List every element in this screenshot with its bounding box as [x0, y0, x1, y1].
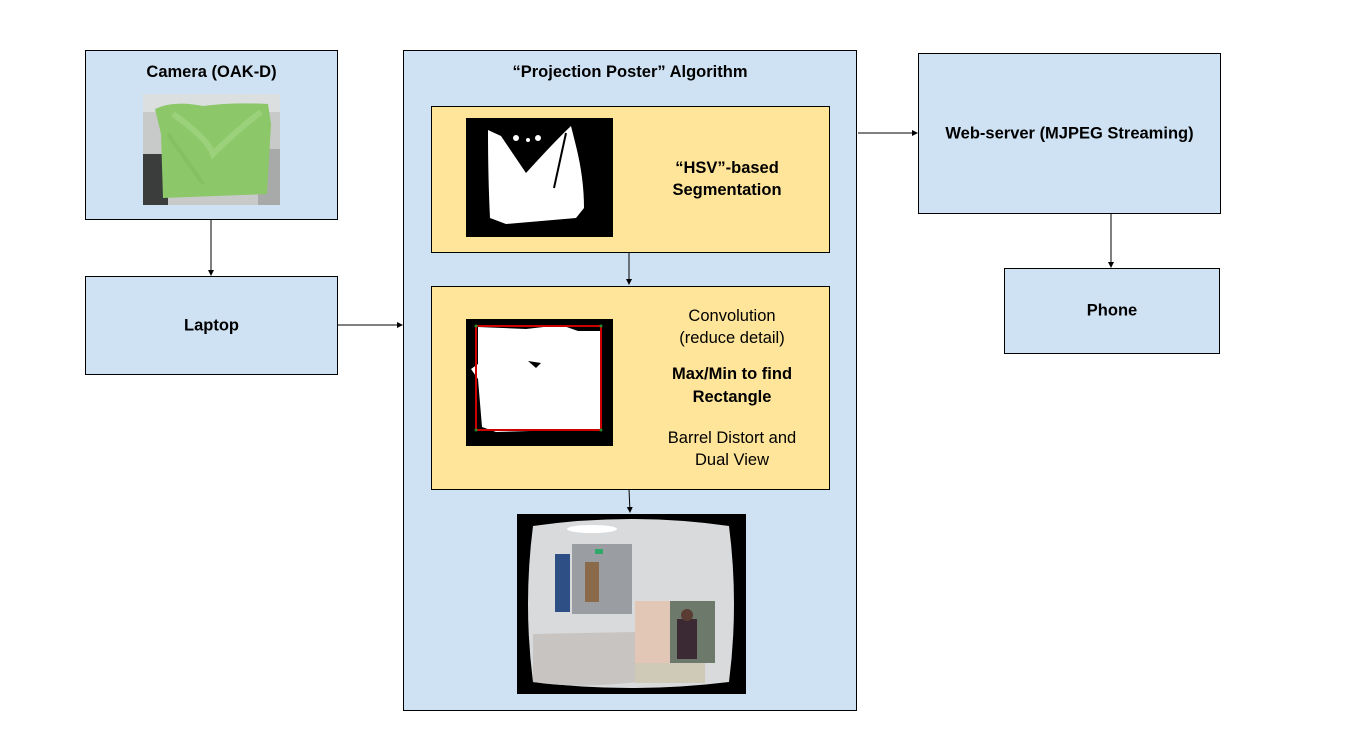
- maxmin-label-line1: Max/Min to find: [671, 365, 793, 383]
- phone-label: Phone: [1086, 301, 1138, 320]
- algorithm-node: “Projection Poster” Algorithm “HSV”-base…: [403, 50, 857, 711]
- camera-label: Camera (OAK-D): [146, 63, 277, 81]
- webserver-node: Web-server (MJPEG Streaming): [918, 53, 1221, 214]
- barrel-label-line1: Barrel Distort and: [667, 429, 797, 447]
- camera-photo: [143, 94, 280, 205]
- segmentation-label-line2: Segmentation: [672, 181, 782, 199]
- webserver-label: Web-server (MJPEG Streaming): [945, 124, 1194, 142]
- phone-node: Phone: [1004, 268, 1220, 354]
- dual-view-output-image: [517, 514, 746, 694]
- maxmin-label-line2: Rectangle: [692, 388, 772, 406]
- convolution-label-line2: (reduce detail): [679, 329, 785, 347]
- algorithm-title: “Projection Poster” Algorithm: [512, 63, 748, 81]
- segmentation-label-line1: “HSV”-based: [675, 159, 779, 177]
- convolution-label-line1: Convolution: [688, 307, 776, 325]
- segmentation-mask-image: [466, 118, 613, 237]
- laptop-label: Laptop: [184, 316, 239, 334]
- camera-node: Camera (OAK-D): [85, 50, 338, 220]
- rectangle-detection-step: Convolution (reduce detail) Max/Min to f…: [431, 286, 830, 490]
- rectangle-mask-image: [466, 319, 613, 446]
- laptop-node: Laptop: [85, 276, 338, 375]
- segmentation-step: “HSV”-based Segmentation: [431, 106, 830, 253]
- barrel-label-line2: Dual View: [695, 451, 769, 469]
